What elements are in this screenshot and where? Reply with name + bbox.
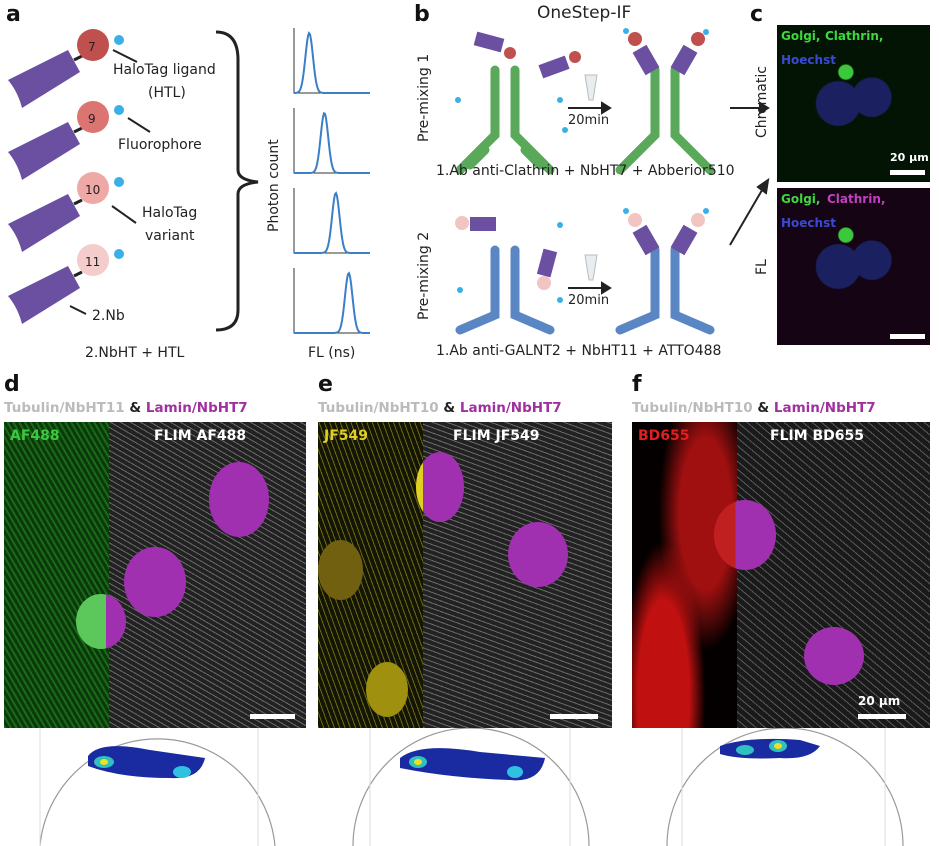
scale-bar (250, 714, 295, 719)
panel-label-b: b (414, 2, 430, 27)
golgi-label: Golgi, (781, 29, 821, 43)
variant-label-2: variant (145, 228, 195, 244)
nucleus (366, 662, 408, 717)
flim-label: FLIM AF488 (154, 428, 247, 444)
tubulin-label: Tubulin/NbHT10 (318, 400, 439, 416)
lifetime-curve (294, 31, 370, 94)
panel-f-image: BD655 FLIM BD655 20 µm (632, 422, 930, 728)
channel-label: BD655 (638, 428, 690, 444)
ampersand: & (757, 400, 770, 416)
panel-d-header: Tubulin/NbHT11 & Lamin/NbHT7 (4, 400, 248, 416)
nucleus (318, 540, 363, 600)
lifetime-curve (294, 111, 370, 174)
onestep-title: OneStep-IF (537, 3, 632, 23)
fluorophore-label: Fluorophore (118, 137, 202, 153)
flim-label: FLIM JF549 (453, 428, 540, 444)
variant-7: 7 (88, 40, 96, 54)
panel-f-header: Tubulin/NbHT10 & Lamin/NbHT7 (632, 400, 876, 416)
tubulin-label: Tubulin/NbHT10 (632, 400, 753, 416)
hoechst-label: Hoechst (781, 53, 836, 67)
lifetime-plot-9 (293, 108, 370, 174)
nucleus (804, 627, 864, 685)
clathrin-label: Clathrin, (827, 192, 886, 206)
nanobody-11 (8, 244, 124, 324)
htl-label: HaloTag ligand (113, 62, 216, 78)
phasor-d (39, 728, 276, 846)
variant-11: 11 (85, 255, 101, 269)
photon-count-label: Photon count (266, 139, 282, 232)
phasor-f (666, 728, 904, 846)
nucleus (209, 462, 269, 537)
panel-e-header: Tubulin/NbHT10 & Lamin/NbHT7 (318, 400, 562, 416)
lamin-label: Lamin/NbHT7 (145, 400, 248, 416)
premixing-2-caption: 1.Ab anti-GALNT2 + NbHT11 + ATTO488 (436, 343, 722, 359)
nbht-diagram (8, 29, 259, 332)
lifetime-plot-7 (293, 28, 370, 94)
chromatic-label: Chromatic (754, 66, 770, 138)
phasor-plots (39, 728, 904, 846)
af488-half (4, 422, 109, 728)
panel-d-image: AF488 FLIM AF488 (4, 422, 306, 728)
panel-label-d: d (4, 372, 20, 397)
panel-label-a: a (6, 2, 21, 27)
chromatic-image: Golgi, Clathrin, Hoechst 20 µm (777, 25, 930, 182)
scale-bar (890, 170, 925, 175)
scale-bar-label: 20 µm (858, 694, 901, 708)
nanobody-9 (8, 101, 124, 180)
panel-e-image: JF549 FLIM JF549 (318, 422, 612, 728)
nbht-caption: 2.NbHT + HTL (85, 345, 185, 361)
nb-label: 2.Nb (92, 308, 125, 324)
variant-label-1: HaloTag (142, 205, 198, 221)
channel-label: AF488 (10, 428, 60, 444)
ampersand: & (129, 400, 142, 416)
flim-label: FLIM BD655 (770, 428, 865, 444)
fl-image: Golgi, Clathrin, Hoechst (777, 188, 930, 345)
nucleus (508, 522, 568, 587)
nucleus (416, 452, 464, 522)
lifetime-curve (294, 191, 370, 254)
lifetime-curve (294, 271, 370, 334)
panel-label-f: f (632, 372, 642, 397)
incubation-time-1: 20min (568, 113, 610, 128)
lifetime-plot-10 (293, 188, 370, 254)
panel-label-c: c (750, 2, 764, 27)
golgi-label: Golgi, (781, 192, 821, 206)
nucleus (76, 594, 126, 649)
lifetime-plot-11 (293, 268, 370, 334)
nucleus (714, 500, 776, 570)
fl-lifetime-plots (293, 28, 370, 334)
hoechst-label: Hoechst (781, 216, 836, 230)
premixing-2-label: Pre-mixing 2 (416, 231, 432, 320)
nucleus (124, 547, 186, 617)
nanobody-10 (8, 172, 124, 252)
clathrin-label: Clathrin, (825, 29, 884, 43)
premixing-1-label: Pre-mixing 1 (416, 53, 432, 142)
bd655-half (632, 422, 737, 728)
incubation-time-2: 20min (568, 293, 610, 308)
onestep-diagram (455, 28, 770, 335)
ampersand: & (443, 400, 456, 416)
scale-bar (858, 714, 906, 719)
scale-bar (890, 334, 925, 339)
nanobody-7 (8, 29, 124, 108)
variant-9: 9 (88, 112, 96, 126)
variant-10: 10 (85, 183, 101, 197)
htl-abbr: (HTL) (148, 85, 186, 101)
premixing-1-caption: 1.Ab anti-Clathrin + NbHT7 + Abberior510 (436, 163, 735, 179)
fl-axis-label: FL (ns) (308, 345, 356, 361)
channel-label: JF549 (324, 428, 368, 444)
lamin-label: Lamin/NbHT7 (459, 400, 562, 416)
fl-label: FL (754, 259, 770, 275)
panel-label-e: e (318, 372, 333, 397)
scale-bar (550, 714, 598, 719)
scale-bar-label: 20 µm (890, 151, 929, 164)
lamin-label: Lamin/NbHT7 (773, 400, 876, 416)
tubulin-label: Tubulin/NbHT11 (4, 400, 125, 416)
phasor-e (352, 728, 590, 846)
